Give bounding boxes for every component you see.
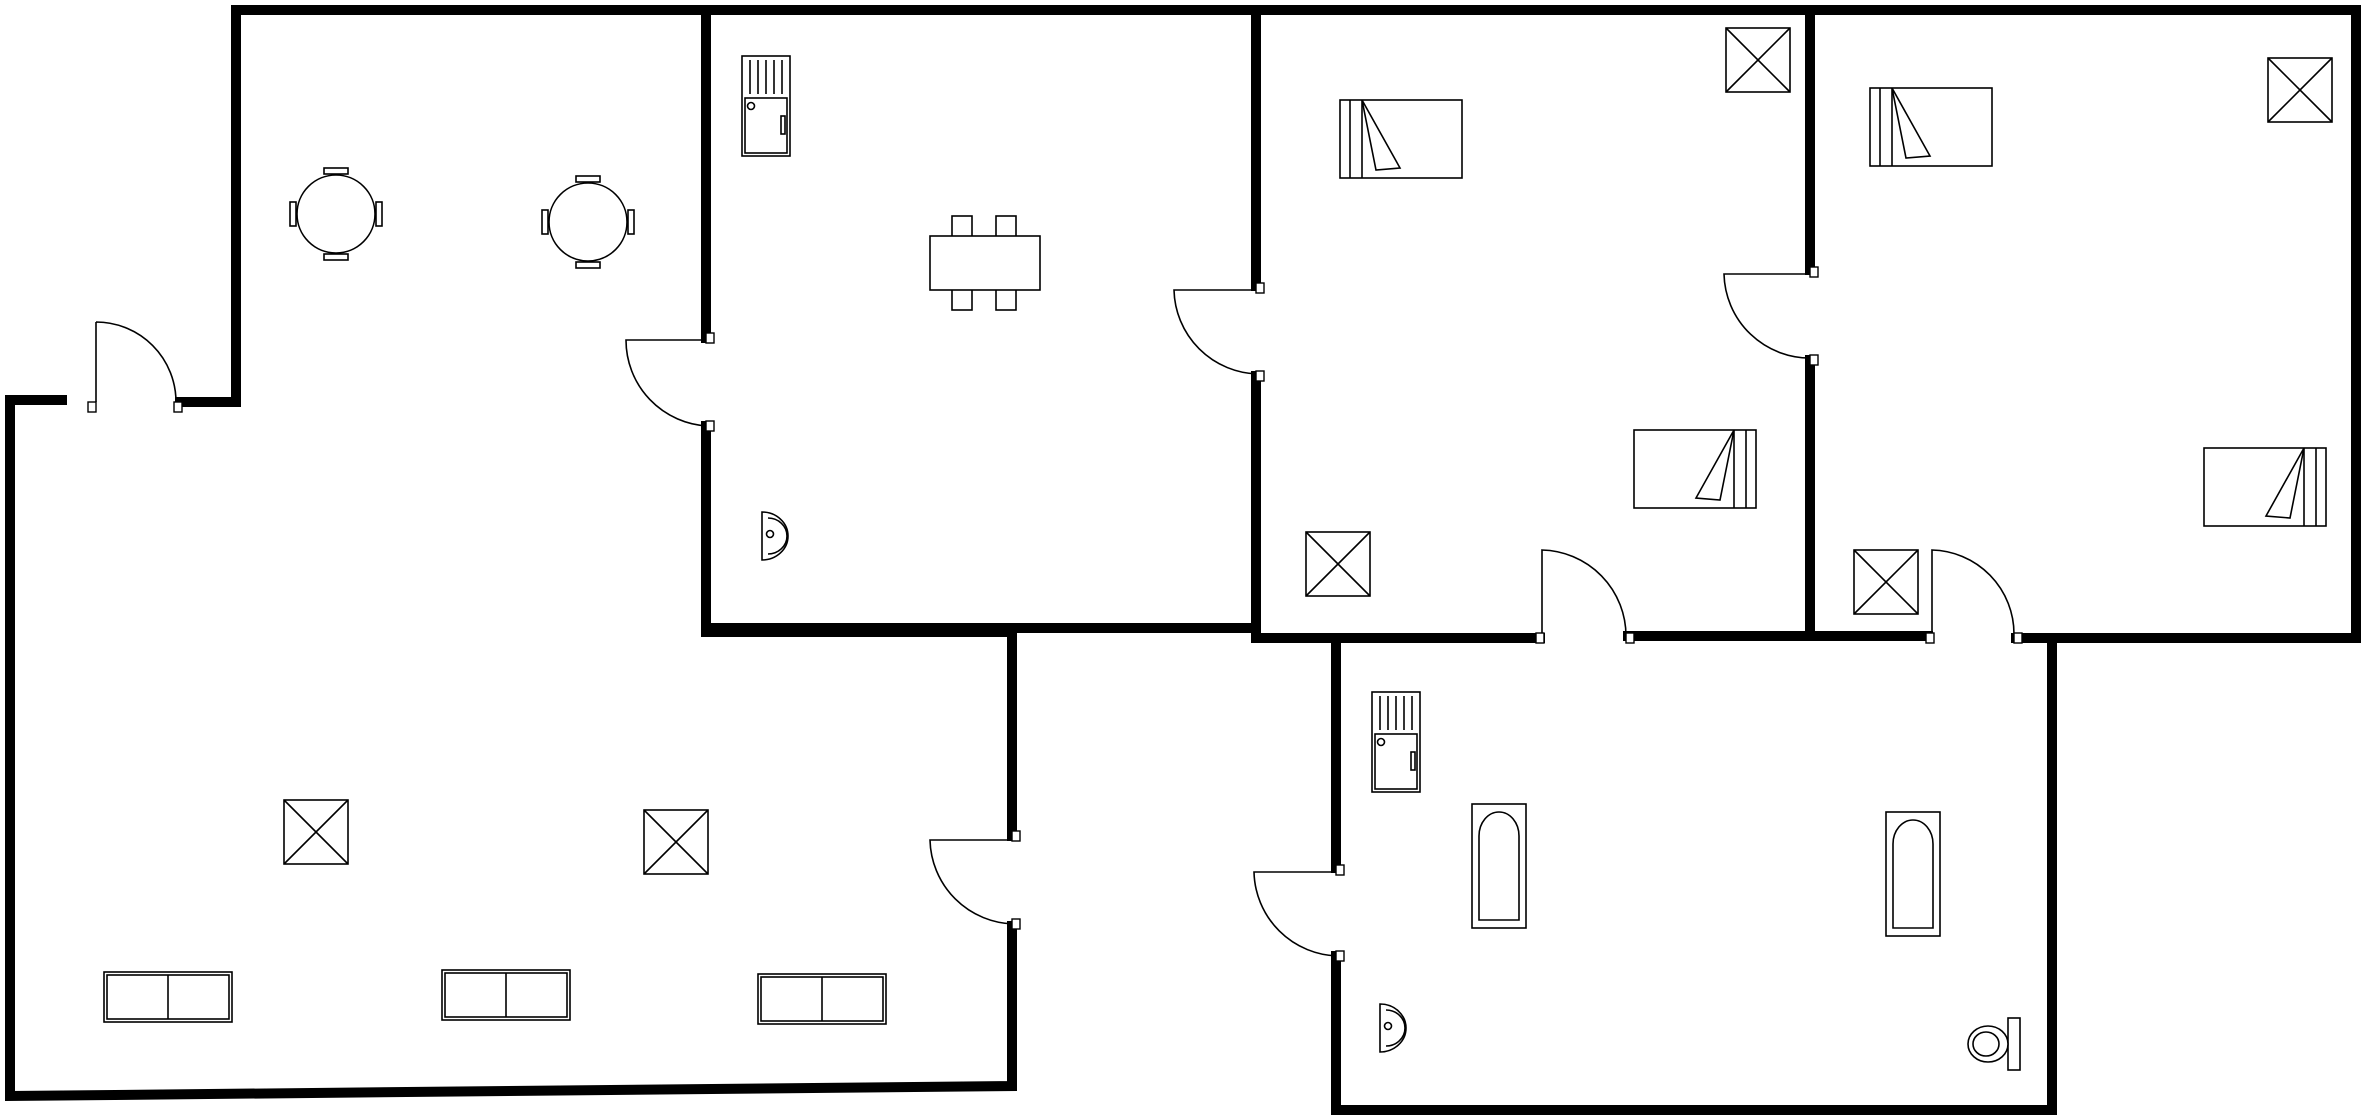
storage-box-icon bbox=[1305, 531, 1371, 597]
bed-icon bbox=[1869, 87, 1993, 167]
bedroom-1-door[interactable] bbox=[1173, 282, 1265, 382]
storage-box-icon bbox=[1853, 549, 1919, 615]
bathroom-door[interactable] bbox=[1253, 864, 1345, 962]
kitchen-fixtures bbox=[741, 55, 1041, 561]
living-room-walls bbox=[5, 395, 1017, 1102]
sofa-icon bbox=[757, 973, 887, 1025]
walls bbox=[5, 5, 2361, 1115]
bedroom-2-door[interactable] bbox=[1723, 266, 1819, 366]
sink-icon bbox=[1371, 691, 1421, 793]
living-room-east-door[interactable] bbox=[929, 830, 1021, 930]
storage-box-icon bbox=[643, 809, 709, 875]
bathtub-icon bbox=[1885, 811, 1941, 937]
sofa-icon bbox=[441, 969, 571, 1021]
bed-icon bbox=[1339, 99, 1463, 179]
storage-box-icon bbox=[1725, 27, 1791, 93]
entrance-door[interactable] bbox=[87, 321, 183, 413]
sink-icon bbox=[741, 55, 791, 157]
bedroom-1-bathroom-door[interactable] bbox=[1535, 549, 1635, 644]
bedroom-walls bbox=[1251, 623, 1545, 643]
living-room-walls bbox=[701, 627, 1017, 841]
bedroom-1-fixtures bbox=[1305, 27, 1791, 597]
bathroom-fixtures bbox=[1371, 691, 2021, 1071]
dining-table-icon bbox=[929, 215, 1041, 311]
living-room-walls bbox=[175, 5, 711, 407]
kitchen-door[interactable] bbox=[625, 332, 715, 432]
round-table-icon bbox=[541, 175, 635, 269]
bedroom-2-fixtures bbox=[1853, 57, 2333, 615]
storage-box-icon bbox=[2267, 57, 2333, 123]
doors bbox=[87, 266, 2023, 962]
toilet-icon bbox=[1967, 1017, 2021, 1071]
round-table-icon bbox=[289, 167, 383, 261]
washbasin-icon bbox=[1379, 1003, 1407, 1053]
storage-box-icon bbox=[283, 799, 349, 865]
sofa-icon bbox=[103, 971, 233, 1023]
bed-icon bbox=[2203, 447, 2327, 527]
living-room-fixtures bbox=[103, 167, 887, 1025]
washbasin-icon bbox=[761, 511, 789, 561]
bathroom-walls bbox=[1331, 637, 2057, 1115]
bathtub-icon bbox=[1471, 803, 1527, 929]
bed-icon bbox=[1633, 429, 1757, 509]
bedroom-2-bathroom-door[interactable] bbox=[1925, 549, 2023, 644]
kitchen-walls bbox=[701, 371, 1261, 633]
